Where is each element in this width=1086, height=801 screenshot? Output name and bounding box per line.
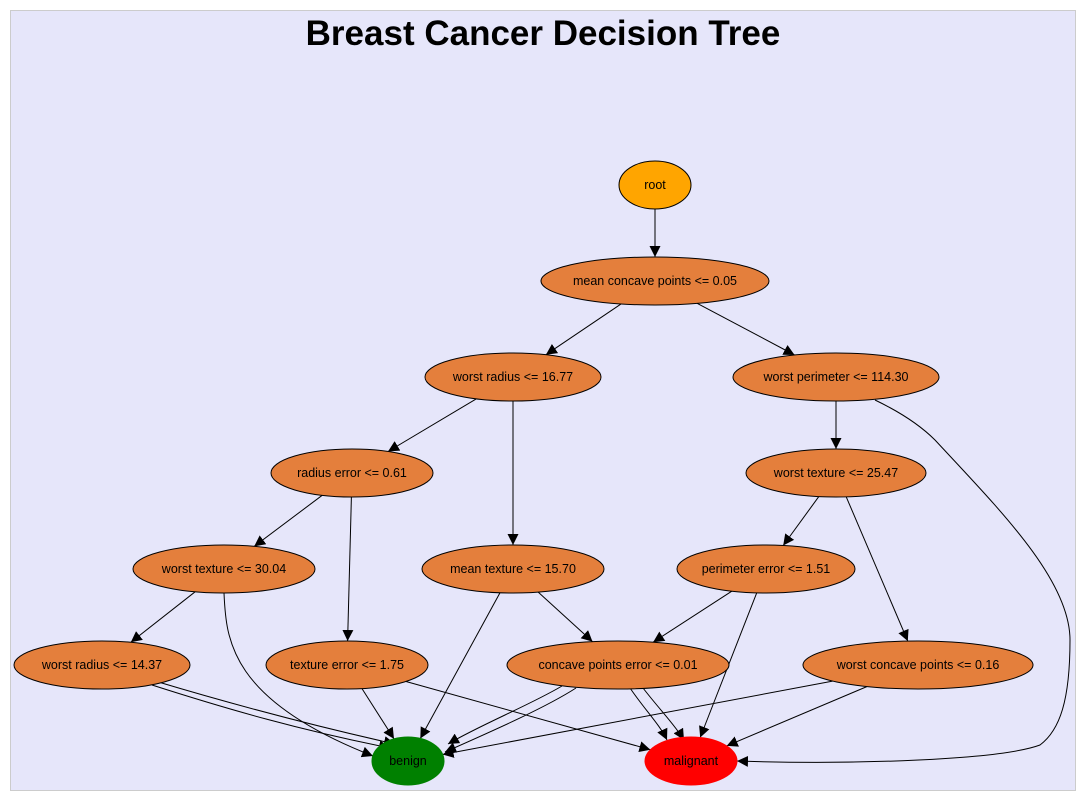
node-malignant: malignant xyxy=(644,736,738,786)
edge-n6-to-n9 xyxy=(130,591,196,643)
node-n2-label: worst radius <= 16.77 xyxy=(452,370,573,384)
node-n10: texture error <= 1.75 xyxy=(265,640,429,690)
node-n12: worst concave points <= 0.16 xyxy=(802,640,1034,690)
node-root-shape xyxy=(618,160,692,210)
node-n1-shape xyxy=(540,256,770,306)
edge-n7-to-benign xyxy=(419,592,501,739)
edge-n2-to-n4 xyxy=(387,398,477,452)
node-n10-shape xyxy=(265,640,429,690)
node-n7: mean texture <= 15.70 xyxy=(421,544,605,594)
node-n11-shape xyxy=(506,640,730,690)
node-benign: benign xyxy=(371,736,445,786)
node-n11-label: concave points error <= 0.01 xyxy=(538,658,697,672)
edge-layer xyxy=(130,209,1071,767)
node-n3: worst perimeter <= 114.30 xyxy=(732,352,940,402)
edge-n12-to-benign xyxy=(442,680,833,758)
edge-n11-to-malignant xyxy=(642,687,685,741)
edge-n4-to-n6 xyxy=(253,494,323,547)
node-root-label: root xyxy=(644,178,666,192)
node-benign-label: benign xyxy=(389,754,427,768)
edge-n1-to-n2 xyxy=(545,303,622,356)
node-n5-shape xyxy=(745,448,927,498)
diagram-canvas: root mean concave points <= 0.05 worst rad… xyxy=(10,10,1076,791)
edge-n11-to-benign xyxy=(444,687,577,753)
diagram-title: Breast Cancer Decision Tree xyxy=(305,14,781,53)
node-malignant-label: malignant xyxy=(664,754,719,768)
edge-n8-to-n11 xyxy=(652,590,733,643)
edge-n7-to-n11 xyxy=(537,591,593,642)
edge-n9-to-benign xyxy=(151,684,391,752)
node-n6-shape xyxy=(132,544,316,594)
edge-n1-to-n3 xyxy=(696,302,795,356)
node-n12-label: worst concave points <= 0.16 xyxy=(836,658,1000,672)
edge-n4-to-n10 xyxy=(342,496,354,642)
node-n8-label: perimeter error <= 1.51 xyxy=(702,562,831,576)
node-layer: root mean concave points <= 0.05 worst rad… xyxy=(13,160,1034,786)
node-benign-shape xyxy=(371,736,445,786)
edge-n5-to-n12 xyxy=(845,496,909,642)
edge-n3-to-malignant xyxy=(736,399,1071,767)
edge-n11-to-malignant xyxy=(629,687,668,741)
node-root: root xyxy=(618,160,692,210)
node-n8-shape xyxy=(676,544,856,594)
node-n1: mean concave points <= 0.05 xyxy=(540,256,770,306)
node-n9-label: worst radius <= 14.37 xyxy=(41,658,162,672)
edge-n5-to-n8 xyxy=(782,496,820,546)
node-n7-label: mean texture <= 15.70 xyxy=(450,562,576,576)
node-n4: radius error <= 0.61 xyxy=(270,448,434,498)
node-n2: worst radius <= 16.77 xyxy=(424,352,602,402)
node-n8: perimeter error <= 1.51 xyxy=(676,544,856,594)
node-malignant-shape xyxy=(644,736,738,786)
node-n12-shape xyxy=(802,640,1034,690)
edge-n10-to-benign xyxy=(361,688,395,740)
edge-n11-to-benign xyxy=(447,685,563,745)
edge-n9-to-benign xyxy=(154,680,396,747)
node-n1-label: mean concave points <= 0.05 xyxy=(573,274,737,288)
node-n5: worst texture <= 25.47 xyxy=(745,448,927,498)
edge-n6-to-benign xyxy=(223,592,374,758)
node-n5-label: worst texture <= 25.47 xyxy=(773,466,898,480)
node-n6: worst texture <= 30.04 xyxy=(132,544,316,594)
node-n10-label: texture error <= 1.75 xyxy=(290,658,404,672)
node-n4-shape xyxy=(270,448,434,498)
node-n3-label: worst perimeter <= 114.30 xyxy=(763,370,909,384)
edge-n12-to-malignant xyxy=(726,686,868,747)
node-n6-label: worst texture <= 30.04 xyxy=(161,562,286,576)
node-n2-shape xyxy=(424,352,602,402)
node-n9: worst radius <= 14.37 xyxy=(13,640,191,690)
node-n7-shape xyxy=(421,544,605,594)
node-n3-shape xyxy=(732,352,940,402)
edge-n10-to-malignant xyxy=(405,681,651,753)
node-n4-label: radius error <= 0.61 xyxy=(297,466,407,480)
node-n11: concave points error <= 0.01 xyxy=(506,640,730,690)
node-n9-shape xyxy=(13,640,191,690)
